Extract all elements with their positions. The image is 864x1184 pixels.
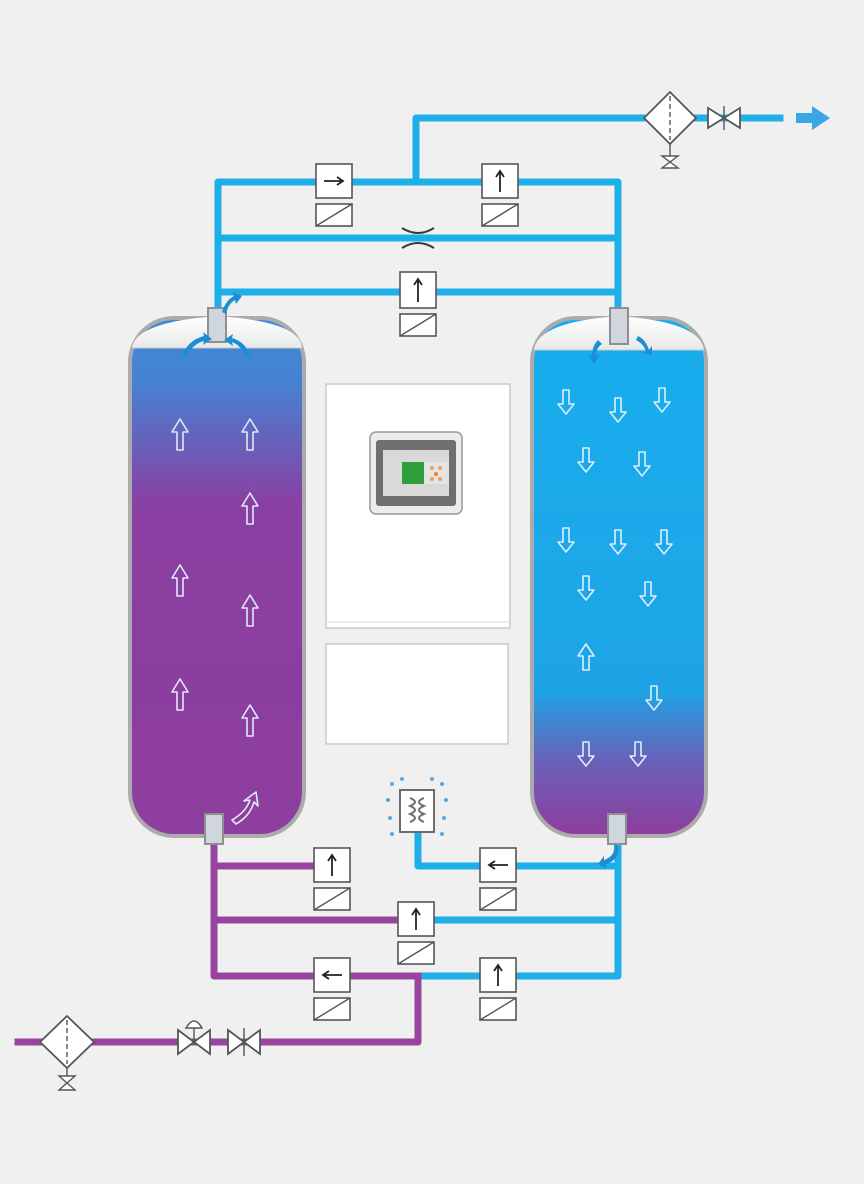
- inlet-filter-icon: [38, 1014, 96, 1091]
- exhaust-silencer-icon: [386, 777, 448, 836]
- solenoid-valve-bottom-2[interactable]: [397, 901, 435, 965]
- right-tower-top-nozzle: [609, 307, 629, 345]
- solenoid-valve-bottom-3-left[interactable]: [313, 957, 351, 1021]
- arrow-up-icon: [327, 853, 337, 876]
- inlet-ball-valve-icon[interactable]: [227, 1028, 261, 1056]
- left-tower-top-nozzle: [207, 307, 227, 343]
- exhaust-droplets: [386, 777, 448, 836]
- solenoid-valve-bottom-1-right[interactable]: [479, 847, 517, 911]
- arrow-up-icon: [241, 704, 259, 737]
- arrow-right-icon: [324, 176, 345, 186]
- wet-air-piping: [14, 834, 422, 1046]
- outlet-arrow-icon: [796, 106, 830, 130]
- outlet-filter-icon: [642, 90, 698, 169]
- drain-valve-icon: [57, 1075, 77, 1091]
- arrow-up-icon: [411, 907, 421, 930]
- arrow-up-icon: [241, 492, 259, 525]
- display-panel-icon[interactable]: [369, 431, 463, 515]
- arrow-up-icon: [241, 418, 259, 451]
- left-tower: [128, 292, 306, 845]
- top-manifold: [214, 178, 622, 316]
- right-tower: [530, 307, 708, 868]
- arrow-down-icon: [577, 575, 595, 601]
- arrow-down-icon: [609, 397, 627, 423]
- right-tower-top-flow: [588, 336, 652, 868]
- curved-arrow-icon: [231, 791, 259, 825]
- right-bottom-manifold: [414, 834, 622, 980]
- top-outlet-line: [412, 114, 652, 186]
- inlet-line: [86, 972, 422, 1046]
- solenoid-valve-top-left[interactable]: [315, 163, 353, 227]
- curved-arrow-icon: [182, 332, 212, 358]
- solenoid-valve-top-right[interactable]: [481, 163, 519, 227]
- curved-arrow-icon: [224, 334, 250, 358]
- arrow-down-icon: [653, 387, 671, 413]
- arrow-down-icon: [645, 685, 663, 711]
- curved-arrow-icon: [588, 340, 602, 364]
- left-tower-bottom-nozzle: [204, 813, 224, 845]
- left-tower-flow-arrows: [171, 418, 259, 825]
- solenoid-valve-purge[interactable]: [399, 271, 437, 337]
- arrow-up-icon: [493, 963, 503, 986]
- outlet-ball-valve-icon[interactable]: [707, 106, 741, 130]
- curved-arrow-icon: [222, 292, 242, 314]
- arrow-down-icon: [557, 527, 575, 553]
- arrow-up-icon: [171, 418, 189, 451]
- controller-cabinet: [325, 383, 511, 745]
- arrow-down-icon: [577, 447, 595, 473]
- drain-valve-icon: [659, 155, 681, 169]
- arrow-down-icon: [609, 529, 627, 555]
- arrow-up-icon: [171, 678, 189, 711]
- arrow-up-icon: [577, 643, 595, 671]
- arrow-down-icon: [655, 529, 673, 555]
- orifice-icon: [401, 227, 435, 249]
- arrow-down-icon: [633, 451, 651, 477]
- arrow-down-icon: [629, 741, 647, 767]
- arrow-left-icon: [321, 970, 342, 980]
- arrow-up-icon: [171, 564, 189, 597]
- arrow-down-icon: [577, 741, 595, 767]
- arrow-up-icon: [241, 594, 259, 627]
- bottom-line-1-right: [414, 830, 622, 870]
- arrow-up-icon: [413, 277, 423, 302]
- curved-arrow-icon: [636, 336, 652, 356]
- pressure-regulator-valve-icon[interactable]: [177, 1020, 211, 1056]
- solenoid-valve-bottom-3-right[interactable]: [479, 957, 517, 1021]
- right-tower-flow-arrows: [557, 387, 673, 767]
- arrow-left-icon: [487, 860, 508, 870]
- arrow-down-icon: [639, 581, 657, 607]
- curved-arrow-icon: [598, 844, 619, 868]
- arrow-down-icon: [557, 389, 575, 415]
- solenoid-valve-bottom-1-left[interactable]: [313, 847, 351, 911]
- arrow-up-icon: [495, 169, 505, 192]
- left-tower-top-flow: [182, 292, 250, 358]
- right-tower-bottom-nozzle: [607, 813, 627, 845]
